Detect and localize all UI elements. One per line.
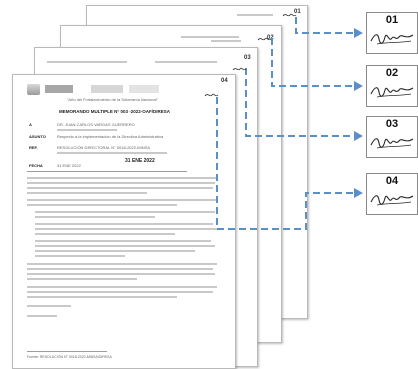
signature-icon — [370, 195, 414, 206]
field-a-value: DR. JUAN CARLOS VARGAS GUERRERO — [57, 122, 135, 127]
field-asunto-value: Respecto a la implementación de la Direc… — [57, 134, 164, 139]
government-crest-icon — [27, 84, 40, 95]
document-page-4: 04 "Año del Fortalecimiento de la Sobera… — [12, 74, 236, 369]
connector-01 — [295, 17, 356, 34]
footnote: Fuente: RESOLUCIÓN N° 0018-2022-MINSA/DI… — [27, 355, 112, 359]
connector-03 — [245, 68, 356, 137]
signature-box-2: 02 — [366, 65, 418, 107]
signature-box-3: 03 — [366, 116, 418, 158]
arrowhead-01 — [354, 28, 363, 38]
field-asunto-key: ASUNTO — [29, 134, 46, 139]
header-motto: "Año del Fortalecimiento de la Soberanía… — [67, 97, 158, 102]
signature-box-4: 04 — [366, 173, 418, 215]
date-stamp: 31 ENE 2022 — [125, 158, 155, 164]
signature-box-label-2: 02 — [385, 67, 399, 79]
signature-box-label-1: 01 — [385, 14, 399, 26]
arrowhead-04 — [354, 188, 363, 198]
memo-title: MEMORANDO MULTIPLE N° 003 -2022-OAF/DIRE… — [59, 109, 170, 114]
page-number-1: 01 — [294, 9, 301, 15]
signature-box-label-4: 04 — [385, 175, 399, 187]
field-fecha-value: 31 ENE 2022 — [57, 163, 81, 168]
field-a-key: A — [29, 122, 32, 127]
arrowhead-02 — [354, 81, 363, 91]
page-number-4: 04 — [221, 78, 228, 84]
signature-box-label-3: 03 — [385, 118, 399, 130]
page-number-2: 02 — [267, 35, 274, 41]
signature-icon — [370, 138, 414, 149]
connector-04 — [216, 97, 356, 230]
signature-icon — [370, 87, 414, 98]
field-ref-value: RESOLUCIÓN DIRECTORAL N° 0018-2022-MINSA — [57, 145, 150, 150]
field-fecha-key: FECHA — [29, 163, 43, 168]
signature-icon — [370, 34, 414, 45]
connector-02 — [271, 38, 356, 87]
page-number-3: 03 — [244, 55, 251, 61]
arrowhead-03 — [354, 131, 363, 141]
field-ref-key: REF. — [29, 145, 38, 150]
